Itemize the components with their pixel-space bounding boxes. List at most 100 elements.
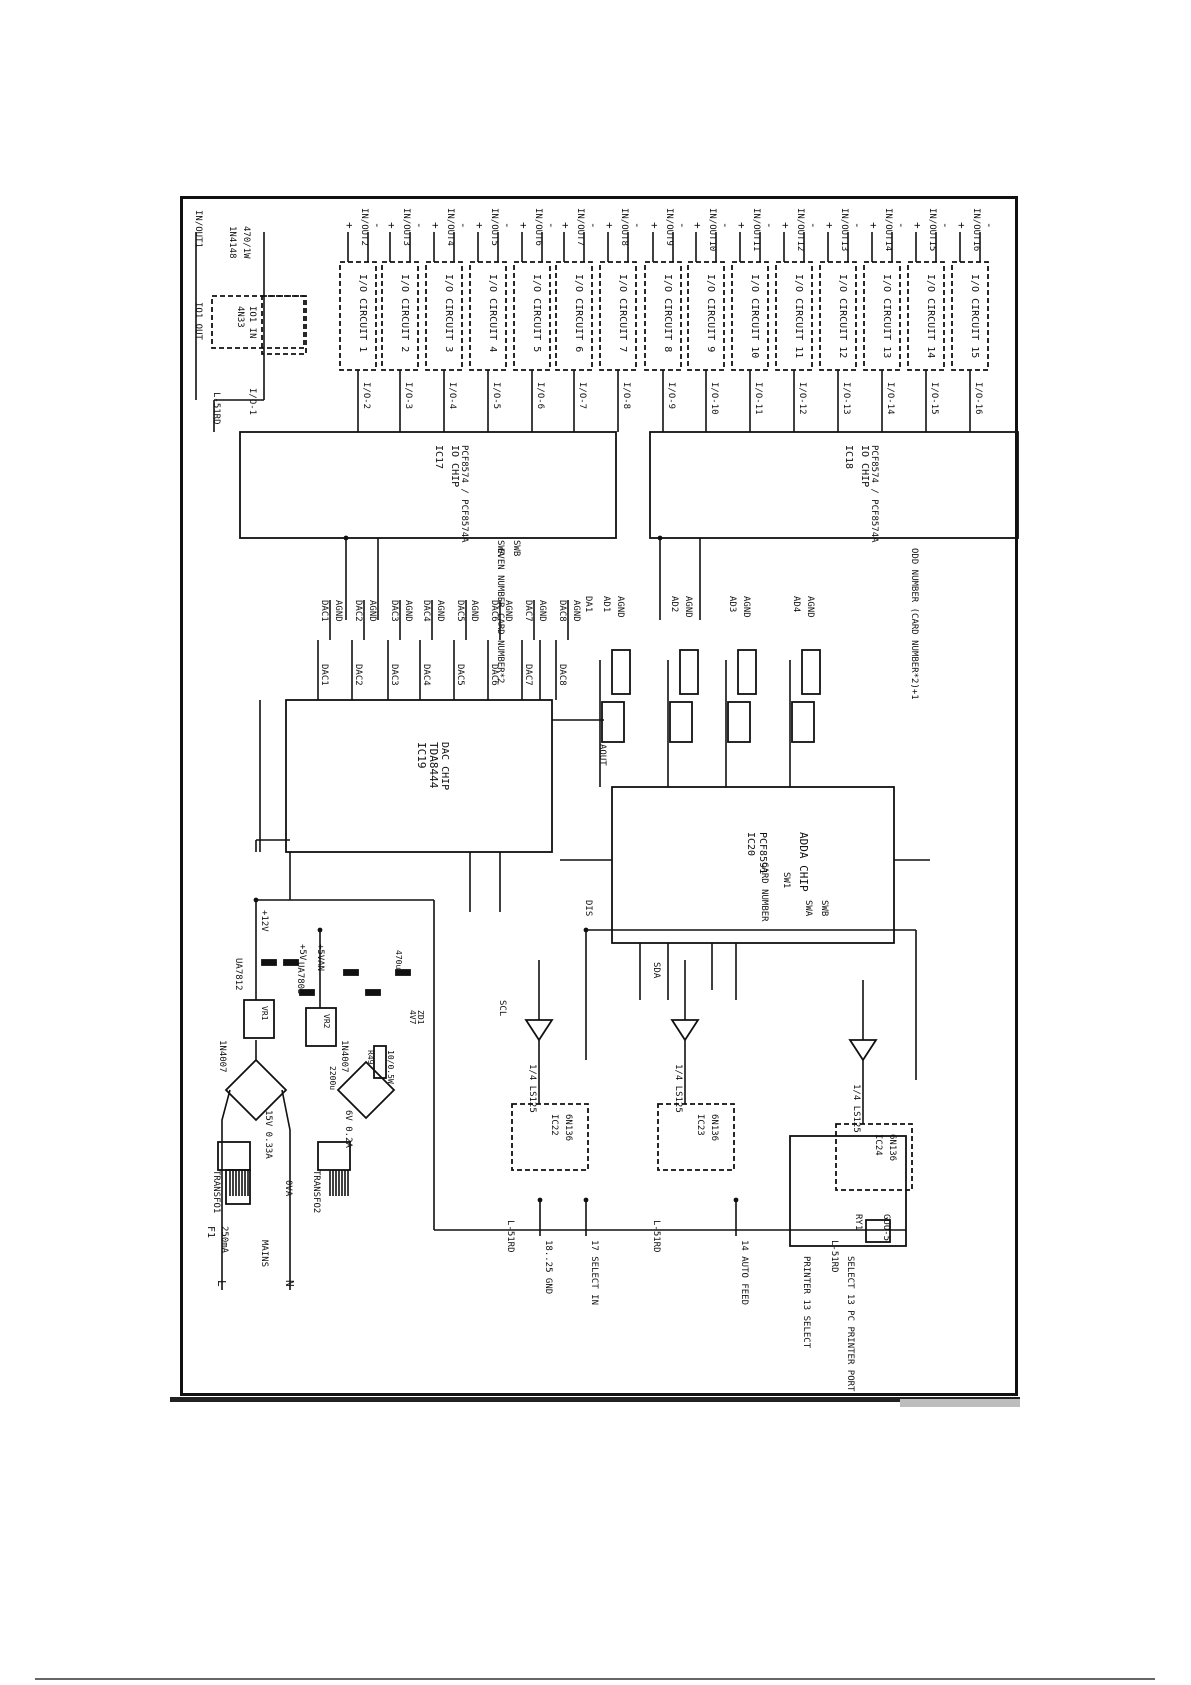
io-circuit-box [644,261,682,371]
io-circuit-label: I/O CIRCUIT 1 [357,274,368,352]
resistor-value: 10/0.5W [386,1050,395,1084]
io-output-label: IN/OUT16 [971,208,981,251]
adda-trim-resistor [679,649,699,695]
agnd-label: AGND [333,600,343,622]
io-circuit-label: I/O CIRCUIT 13 [881,274,892,358]
adda-trim-resistor [801,649,821,695]
io-output-label: IN/OUT10 [707,208,717,251]
ic20-adda-chip [611,786,895,944]
swb-label: SWB [511,540,521,556]
minus-terminal: - [501,222,514,229]
io-circuit-box [339,261,377,371]
io-circuit-box [599,261,637,371]
dac-pin-label: DAC7 [523,664,533,686]
power-resistor-r49 [373,1045,387,1079]
io-output-label: IN/OUT15 [927,208,937,251]
io-line-label: I/O-15 [929,382,939,415]
io-output-label: IN/OUT13 [839,208,849,251]
io1-opto-block [211,295,305,349]
junction-dot [253,897,259,903]
transformer-label: TRANSFO2 [311,1170,321,1213]
ic20-name: ADDA CHIP [797,832,810,892]
io-circuit-label: I/O CIRCUIT 9 [705,274,716,352]
minus-terminal: - [545,222,558,229]
buffer-gate [670,1019,700,1042]
plus-terminal: + [429,222,442,229]
capacitor [395,969,411,976]
plus-terminal: + [911,222,924,229]
even-number-note: EVEN NUMBER CARD NUMBER*2 [495,548,505,683]
page-footer-rule [35,1678,1155,1680]
io-output-label: IN/OUT1 [193,210,203,248]
io1-diode: 1N4148 [227,226,237,259]
ic19-part: TDA8444 [427,742,440,789]
io-circuit-box [555,261,593,371]
plus-terminal: + [691,222,704,229]
swb-label: SWB [819,900,829,916]
io-circuit-box [469,261,507,371]
transformer-secondary-label: 6V 0.2A [343,1110,353,1149]
plus-terminal: + [779,222,792,229]
minus-terminal: - [895,222,908,229]
plus-terminal: + [735,222,748,229]
junction-dot [343,535,349,541]
ic18-ref: IC18 [843,445,854,469]
io-output-label: IN/OUT12 [795,208,805,251]
minus-terminal: - [807,222,820,229]
capacitor [261,959,277,966]
regulator-vr2 [305,1007,337,1047]
interface-pin-label: 17 SELECT IN [589,1240,599,1305]
capacitor [299,989,315,996]
ic18-parts: PCF8574 / PCF8574A [869,445,879,543]
transformer-label: TRANSFO1 [211,1170,221,1213]
io-circuit-label: I/O CIRCUIT 14 [925,274,936,358]
wire [221,1089,231,1160]
ic17-name: IO CHIP [449,445,460,487]
fuse-label: F1 [205,1226,216,1238]
plus-terminal: + [473,222,486,229]
io-circuit-label: I/O CIRCUIT 15 [969,274,980,358]
plus-terminal: + [559,222,572,229]
plus-terminal: + [343,222,356,229]
regulator-ref: VR1 [260,1006,269,1021]
dac-output-label: DAC8 [557,600,567,622]
junction-dot [583,1197,589,1203]
bridge-rectifier-1 [224,1058,288,1122]
fuse-rating: 250mA [219,1226,229,1254]
io-line-label: I/O-8 [621,382,631,409]
capacitor-label: 2200u [328,1066,337,1090]
capacitor [365,989,381,996]
adda-input-label: AD2 [669,596,679,612]
plus-terminal: + [867,222,880,229]
dac-output-label: DAC2 [353,600,363,622]
agnd-label: AGND [805,596,815,618]
dac-pin-label: DAC4 [421,664,431,686]
scl-label: SCL [497,1000,507,1016]
io-circuit-label: I/O CIRCUIT 8 [662,274,673,352]
io-circuit-box [425,261,463,371]
minus-terminal: - [371,222,384,229]
rail-label: +5VAN [315,944,325,971]
io-output-label: IN/OUT4 [445,208,455,246]
gate-label: 1/4 LS125 [527,1064,537,1113]
io-circuit-box [951,261,989,371]
bridge-rectifier-2 [336,1060,396,1120]
transformer-secondary-label: 15V 0.33A [263,1110,273,1159]
dac-output-label: DAC7 [523,600,533,622]
io-line-label: I/O-2 [361,382,371,409]
plus-terminal: + [823,222,836,229]
capacitor [283,959,299,966]
optocoupler-block [657,1103,735,1171]
dac-output-label: DAC5 [455,600,465,622]
opto-ref: IC23 [695,1114,705,1136]
adda-input-label: AD3 [727,596,737,612]
io-circuit-label: I/O CIRCUIT 5 [531,274,542,352]
io-output-label: IN/OUT11 [751,208,761,251]
odd-number-note: ODD NUMBER (CARD NUMBER*2)+1 [909,548,919,700]
zero-va-label: 0VA [283,1180,293,1197]
dac-pin-label: DAC8 [557,664,567,686]
junction-dot [317,927,323,933]
opto-ref: IC24 [873,1134,883,1156]
io-output-label: IN/OUT7 [575,208,585,246]
